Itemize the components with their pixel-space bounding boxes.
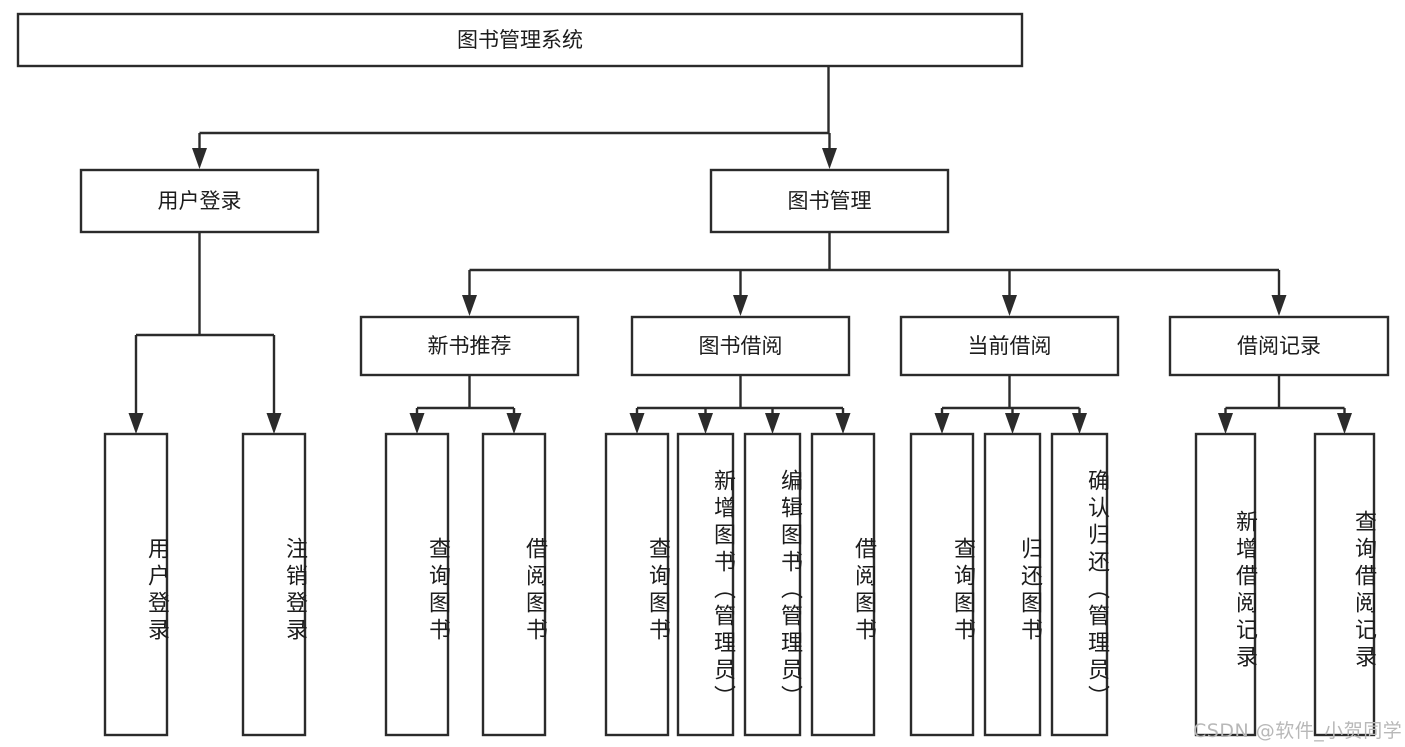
arrow-head-icon-new-book-rec bbox=[462, 295, 477, 316]
node-label-root: 图书管理系统 bbox=[457, 28, 583, 52]
node-box-leaf-query-book-borrow[interactable] bbox=[604, 432, 670, 737]
node-label-book-borrow: 图书借阅 bbox=[699, 334, 783, 358]
node-label-borrow-record: 借阅记录 bbox=[1237, 334, 1321, 358]
arrow-head-icon-book-borrow bbox=[733, 295, 748, 316]
node-box-user-login[interactable] bbox=[79, 168, 320, 234]
arrow-head-icon-book-manage bbox=[822, 148, 837, 169]
node-box-leaf-confirm-return[interactable] bbox=[1050, 432, 1109, 737]
node-box-root[interactable] bbox=[16, 12, 1024, 68]
arrow-head-icon-current-borrow bbox=[1002, 295, 1017, 316]
arrow-head-icon-leaf-query-record bbox=[1337, 413, 1352, 434]
arrow-head-icon-leaf-edit-book bbox=[765, 413, 780, 434]
watermark-text: CSDN @软件_小贺同学 bbox=[1193, 720, 1403, 742]
node-box-leaf-query-record[interactable] bbox=[1313, 432, 1376, 737]
arrow-head-icon-leaf-add-record bbox=[1218, 413, 1233, 434]
arrow-head-icon-leaf-query-book-rec bbox=[409, 413, 425, 434]
arrow-head-icon-leaf-confirm-return bbox=[1072, 413, 1087, 434]
arrow-head-icon-leaf-return-book bbox=[1005, 413, 1020, 434]
node-box-leaf-user-login[interactable] bbox=[103, 432, 169, 737]
node-box-leaf-query-book-cur[interactable] bbox=[909, 432, 975, 737]
arrow-head-icon-leaf-borrow-book-rec bbox=[506, 413, 522, 434]
arrow-head-icon-leaf-query-book-cur bbox=[934, 413, 950, 434]
node-box-leaf-edit-book[interactable] bbox=[743, 432, 802, 737]
node-box-leaf-borrow-book-rec[interactable] bbox=[481, 432, 547, 737]
node-label-new-book-rec: 新书推荐 bbox=[428, 334, 512, 358]
node-box-leaf-return-book[interactable] bbox=[983, 432, 1042, 737]
node-label-book-manage: 图书管理 bbox=[788, 189, 872, 213]
boxes-layer bbox=[16, 12, 1390, 737]
node-label-user-login: 用户登录 bbox=[158, 189, 242, 213]
arrow-head-icon-leaf-user-login bbox=[128, 413, 144, 434]
node-label-current-borrow: 当前借阅 bbox=[968, 334, 1052, 358]
arrow-head-icon-user-login bbox=[192, 148, 207, 169]
node-box-leaf-user-logout[interactable] bbox=[241, 432, 307, 737]
node-box-leaf-add-book[interactable] bbox=[676, 432, 735, 737]
node-box-leaf-add-record[interactable] bbox=[1194, 432, 1257, 737]
arrow-head-icon-leaf-query-book-borrow bbox=[629, 413, 645, 434]
arrow-head-icon-leaf-add-book bbox=[698, 413, 713, 434]
connectors-layer bbox=[128, 66, 1352, 434]
arrow-head-icon-leaf-user-logout bbox=[266, 413, 282, 434]
node-box-new-book-rec[interactable] bbox=[359, 315, 580, 377]
arrow-head-icon-borrow-record bbox=[1271, 295, 1287, 316]
arrow-head-icon-leaf-borrow-book bbox=[835, 413, 851, 434]
node-box-leaf-borrow-book[interactable] bbox=[810, 432, 876, 737]
node-box-current-borrow[interactable] bbox=[899, 315, 1120, 377]
node-box-leaf-query-book-rec[interactable] bbox=[384, 432, 450, 737]
